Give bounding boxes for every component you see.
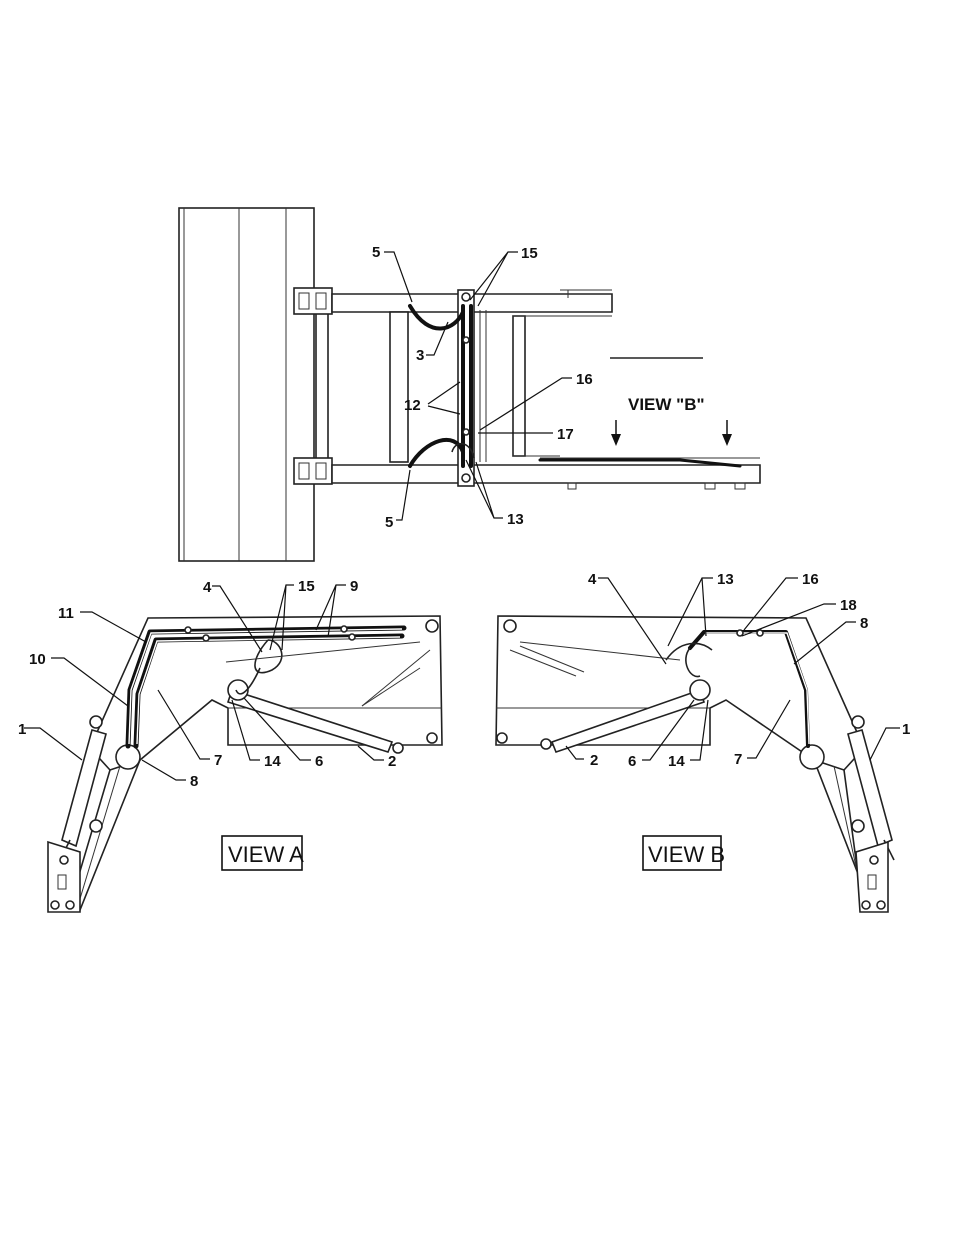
callout-2-b: 2	[590, 752, 598, 769]
callout-3: 3	[416, 347, 424, 364]
center-hoses	[458, 290, 486, 486]
view-b-lift-cylinder	[848, 730, 894, 860]
callout-12: 12	[404, 397, 421, 414]
view-b-heading: VIEW "B"	[628, 395, 705, 414]
callout-11: 11	[58, 605, 74, 622]
view-a-main-pivot	[116, 745, 140, 769]
callout-13-top: 13	[507, 511, 524, 528]
callout-18: 18	[840, 597, 857, 614]
callout-4-b: 4	[588, 571, 597, 588]
cylinder-left	[390, 312, 408, 462]
callout-16-top: 16	[576, 371, 593, 388]
view-b-main-pivot	[800, 745, 824, 769]
callout-4-a: 4	[203, 579, 212, 596]
view-a-lift-cylinder	[60, 730, 106, 860]
view-a-label-box: VIEW A	[222, 836, 304, 870]
bucket-pivot-upper	[294, 288, 332, 314]
callout-1-b: 1	[902, 721, 910, 738]
callout-15-top: 15	[521, 245, 538, 262]
callout-6-b: 6	[628, 753, 636, 770]
callout-8-a: 8	[190, 773, 198, 790]
callout-10: 10	[29, 651, 46, 668]
callout-5-top: 5	[372, 244, 380, 261]
view-b-label-box: VIEW B	[643, 836, 725, 870]
view-b: 4 13 16 18 8 1 2 6 14 7 VIEW B	[496, 571, 910, 912]
view-a: 4 15 9 11 10 1 7 8 14 6 2 VIEW A	[18, 578, 442, 912]
callout-14-a: 14	[264, 753, 281, 770]
top-view: VIEW "B" 5 15 3 12 16 17 5 13	[179, 208, 760, 561]
callout-9: 9	[350, 578, 358, 595]
callout-5-bottom: 5	[385, 514, 393, 531]
cylinder-right	[513, 316, 525, 456]
callout-2-a: 2	[388, 753, 396, 770]
callout-7-a: 7	[214, 752, 222, 769]
bucket-pivot-lower	[294, 458, 332, 484]
callout-8-b: 8	[860, 615, 868, 632]
callout-13-b: 13	[717, 571, 734, 588]
callout-17: 17	[557, 426, 574, 443]
callout-16-b: 16	[802, 571, 819, 588]
view-b-label: VIEW B	[648, 842, 725, 867]
callout-6-a: 6	[315, 753, 323, 770]
callout-1-a: 1	[18, 721, 26, 738]
callout-14-b: 14	[668, 753, 685, 770]
bucket	[179, 208, 314, 561]
view-a-label: VIEW A	[228, 842, 304, 867]
callout-15-a: 15	[298, 578, 315, 595]
callout-7-b: 7	[734, 751, 742, 768]
